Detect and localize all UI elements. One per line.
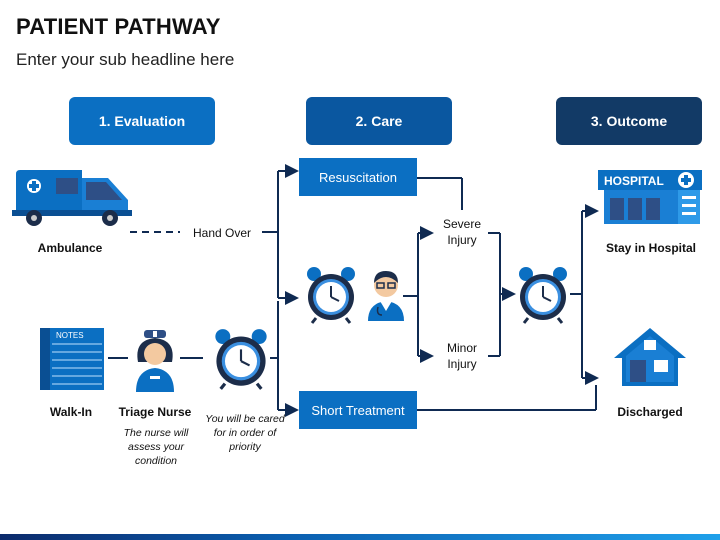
triage-note: The nurse will assess your condition	[123, 427, 189, 467]
hospital-icon: HOSPITAL	[598, 166, 702, 231]
severe-injury-label: Severe Injury	[442, 217, 482, 247]
notes-icon-text: NOTES	[56, 331, 84, 340]
alarm-clock-icon	[212, 328, 270, 395]
short-treatment-label: Short Treatment	[311, 402, 405, 418]
minor-injury-label: Minor Injury	[446, 341, 477, 371]
walk-in-label: Walk-In	[49, 405, 93, 419]
stay-in-hospital-label: Stay in Hospital	[605, 241, 697, 255]
alarm-clock-icon	[516, 266, 570, 329]
house-icon	[612, 326, 688, 393]
doctor-icon	[364, 267, 408, 326]
short-treatment-box: Short Treatment	[299, 391, 417, 429]
phase-outcome: 3. Outcome	[556, 97, 702, 145]
discharged-label: Discharged	[617, 405, 683, 419]
page-subtitle: Enter your sub headline here	[16, 50, 235, 69]
phase-evaluation-label: 1. Evaluation	[98, 113, 186, 129]
phase-outcome-label: 3. Outcome	[590, 113, 668, 129]
ambulance-icon	[12, 166, 132, 233]
priority-note: You will be cared for in order of priori…	[205, 413, 285, 453]
resuscitation-label: Resuscitation	[318, 169, 398, 185]
phase-evaluation: 1. Evaluation	[69, 97, 215, 145]
notes-icon: NOTES	[40, 328, 104, 395]
phase-care-label: 2. Care	[355, 113, 403, 129]
footer-bar	[0, 534, 720, 540]
phase-care: 2. Care	[306, 97, 452, 145]
triage-nurse-label: Triage Nurse	[118, 405, 192, 419]
page-title: PATIENT PATHWAY	[16, 14, 221, 39]
resuscitation-box: Resuscitation	[299, 158, 417, 196]
ambulance-label: Ambulance	[37, 241, 103, 255]
alarm-clock-icon	[304, 266, 358, 329]
hospital-sign-text: HOSPITAL	[604, 174, 664, 188]
hand-over-label: Hand Over	[192, 226, 252, 240]
nurse-icon	[130, 326, 180, 397]
